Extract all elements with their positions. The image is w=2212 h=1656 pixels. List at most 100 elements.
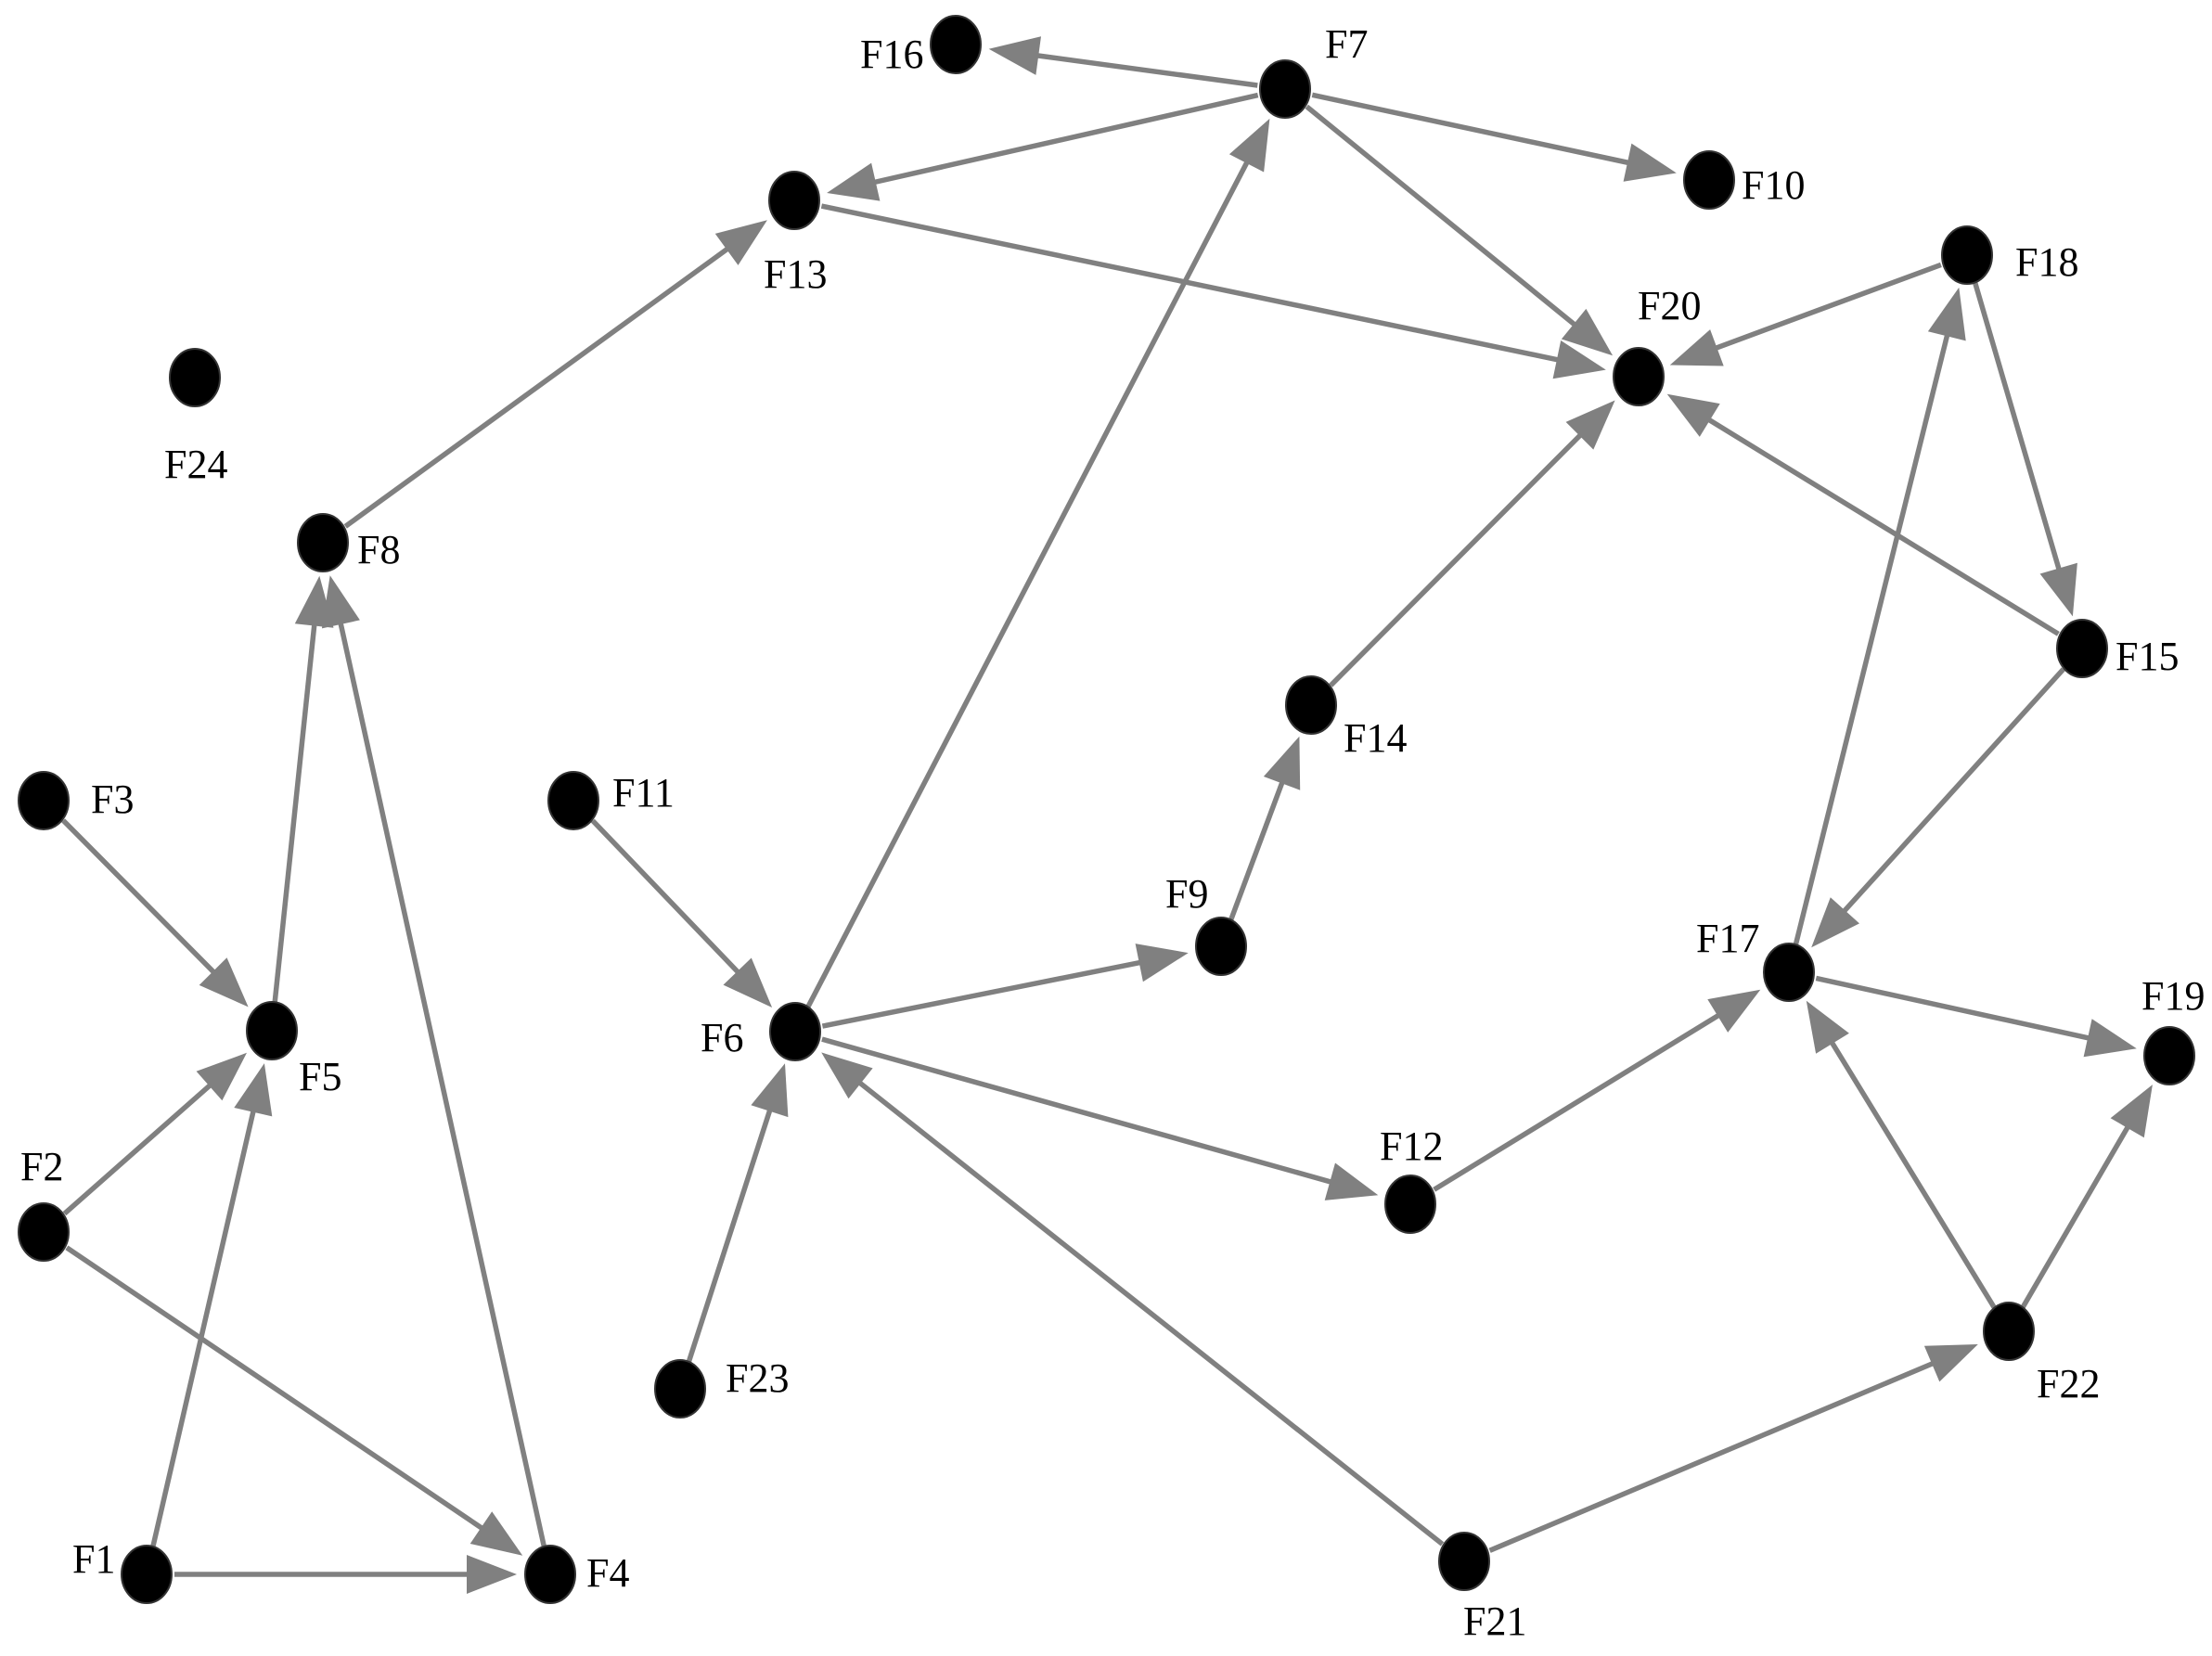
arrowhead-icon — [723, 957, 773, 1008]
node-f14 — [1285, 675, 1337, 735]
edge-line — [272, 622, 317, 1004]
node-label-f4: F4 — [586, 1550, 629, 1596]
node-label-f6: F6 — [701, 1015, 743, 1060]
arrowhead-icon — [1707, 989, 1761, 1033]
edge-F4-to-F8 — [321, 575, 547, 1548]
node-f5 — [246, 1001, 298, 1060]
edge-line — [1228, 778, 1286, 921]
node-f17 — [1763, 943, 1815, 1002]
node-label-f3: F3 — [91, 777, 134, 822]
edge-F17-to-F18 — [1793, 287, 1966, 946]
edge-line — [820, 203, 1562, 364]
node-f24 — [169, 348, 221, 407]
node-f12 — [1384, 1175, 1436, 1234]
edge-F12-to-F17 — [1433, 989, 1761, 1192]
edge-line — [805, 159, 1251, 1008]
edge-line — [855, 1079, 1445, 1547]
edge-F21-to-F6 — [821, 1052, 1445, 1547]
edge-F7-to-F16 — [988, 36, 1258, 88]
edges-layer — [61, 36, 2153, 1594]
node-f8 — [297, 513, 349, 572]
edge-line — [1488, 1359, 1936, 1553]
arrowhead-icon — [1927, 287, 1966, 341]
arrowhead-icon — [1811, 897, 1859, 948]
node-label-f5: F5 — [299, 1054, 341, 1099]
arrowhead-icon — [714, 220, 767, 265]
node-label-f8: F8 — [357, 527, 400, 572]
node-f18 — [1941, 225, 1993, 285]
arrowhead-icon — [1561, 308, 1614, 356]
node-f7 — [1259, 59, 1311, 119]
node-f22 — [1983, 1302, 2035, 1361]
edge-F6-to-F9 — [821, 944, 1189, 1029]
node-label-f18: F18 — [2015, 239, 2078, 285]
arrowhead-icon — [827, 162, 881, 201]
edge-line — [1034, 52, 1258, 88]
edge-line — [61, 818, 218, 976]
edge-F11-to-F6 — [590, 818, 773, 1008]
node-f11 — [547, 771, 599, 830]
arrowhead-icon — [234, 1063, 273, 1117]
node-label-f13: F13 — [764, 251, 827, 297]
edge-F1-to-F4 — [174, 1555, 517, 1594]
edge-line — [150, 1108, 257, 1548]
node-label-f1: F1 — [72, 1536, 115, 1582]
arrowhead-icon — [1565, 400, 1615, 450]
edge-F18-to-F15 — [1972, 281, 2077, 617]
arrowhead-icon — [821, 1052, 873, 1099]
arrowhead-icon — [1263, 736, 1301, 790]
nodes-layer — [18, 15, 2195, 1604]
node-label-f22: F22 — [2037, 1361, 2100, 1406]
edge-line — [821, 959, 1144, 1029]
edge-line — [1704, 416, 2060, 636]
node-f16 — [930, 15, 982, 74]
arrowhead-icon — [196, 1052, 247, 1101]
arrowhead-icon — [988, 36, 1041, 75]
node-label-f24: F24 — [164, 442, 227, 487]
edge-F23-to-F6 — [686, 1063, 789, 1364]
arrowhead-icon — [1666, 393, 1720, 437]
edge-F3-to-F5 — [61, 818, 249, 1008]
arrowhead-icon — [1923, 1344, 1978, 1382]
edge-F18-to-F20 — [1669, 262, 1942, 366]
node-f6 — [769, 1002, 821, 1061]
edge-line — [686, 1107, 774, 1364]
arrowhead-icon — [321, 575, 360, 629]
edge-F7-to-F20 — [1305, 104, 1614, 356]
arrowhead-icon — [1324, 1162, 1379, 1200]
arrowhead-icon — [751, 1063, 789, 1118]
node-label-f15: F15 — [2116, 634, 2179, 679]
edge-line — [1793, 331, 1950, 946]
arrowhead-icon — [1135, 944, 1189, 982]
node-label-f9: F9 — [1165, 871, 1208, 917]
arrowhead-icon — [2110, 1085, 2153, 1138]
node-label-f10: F10 — [1742, 162, 1805, 208]
node-label-f14: F14 — [1344, 715, 1407, 761]
node-label-f2: F2 — [20, 1144, 63, 1189]
node-label-f23: F23 — [726, 1355, 789, 1401]
node-label-f7: F7 — [1325, 21, 1368, 67]
edge-line — [1815, 975, 2092, 1042]
edge-line — [1828, 1038, 1997, 1309]
edge-F15-to-F17 — [1811, 667, 2065, 948]
edge-line — [821, 1036, 1334, 1186]
node-label-f20: F20 — [1638, 283, 1701, 328]
edge-F1-to-F5 — [150, 1063, 273, 1548]
edge-line — [590, 818, 742, 976]
node-label-f12: F12 — [1380, 1123, 1443, 1169]
edge-line — [1712, 262, 1942, 352]
edge-F8-to-F13 — [343, 220, 767, 529]
edge-F6-to-F12 — [821, 1036, 1379, 1200]
edge-line — [62, 1081, 214, 1216]
node-f4 — [524, 1545, 576, 1604]
edge-F6-to-F7 — [805, 118, 1270, 1008]
arrowhead-icon — [467, 1555, 517, 1594]
edge-F21-to-F22 — [1488, 1344, 1978, 1553]
edge-F7-to-F10 — [1311, 92, 1677, 182]
arrowhead-icon — [2039, 562, 2077, 617]
node-f1 — [121, 1545, 173, 1604]
labels-layer: F1F2F3F4F5F6F7F8F9F10F11F12F13F14F15F16F… — [20, 21, 2205, 1644]
node-f13 — [768, 171, 820, 230]
edge-line — [1305, 104, 1579, 328]
